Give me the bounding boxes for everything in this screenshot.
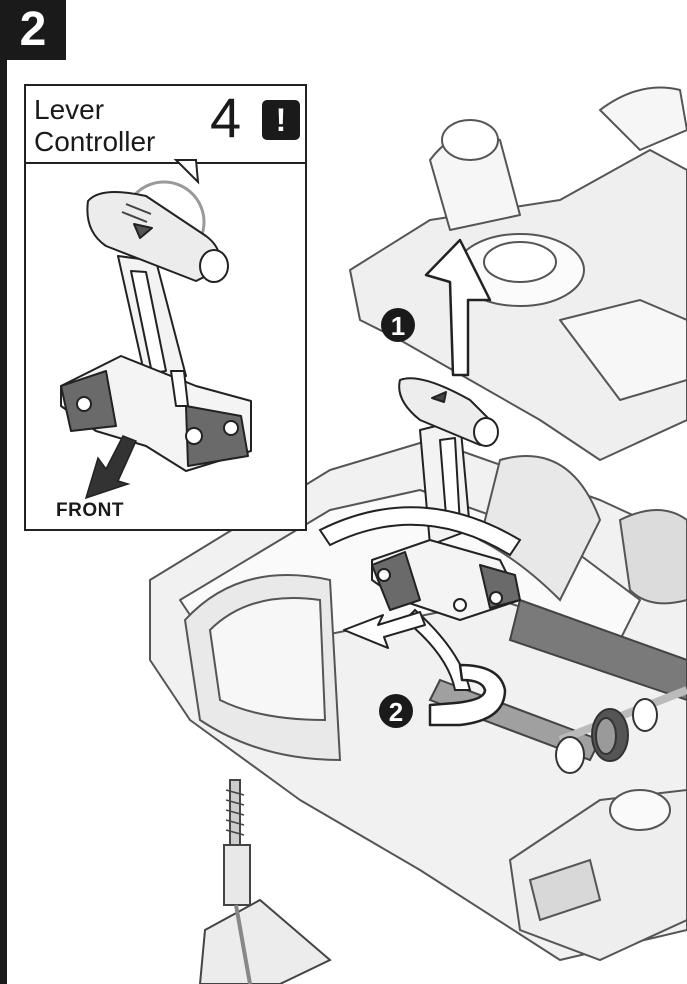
rotation-ring [318, 506, 522, 691]
spring-part [198, 779, 332, 984]
upper-frame [349, 86, 687, 461]
step-marker-2: 2 [379, 694, 413, 728]
part-name-line1: Lever [34, 94, 105, 125]
shaft-assembly [555, 686, 687, 774]
part-number: 4 [210, 86, 242, 149]
pull-up-arrow [424, 238, 492, 377]
callout-header: Lever Controller 4 ! [26, 86, 305, 164]
left-frame-bar [0, 0, 7, 984]
front-direction-label: FRONT [56, 500, 124, 521]
front-arrow-callout [84, 435, 138, 500]
drum-right [478, 455, 687, 605]
lower-right-part [508, 788, 687, 962]
part-name-line2: Controller [34, 126, 156, 157]
part-callout-panel: Lever Controller 4 ! [24, 84, 307, 531]
front-arrow-main [343, 611, 426, 649]
lever-controller-part [60, 191, 252, 472]
callout-lever-drawing [60, 159, 252, 500]
callout-pointer [173, 159, 200, 185]
step-number-badge: 2 [0, 0, 66, 60]
part-name: Lever Controller [34, 94, 155, 158]
rotate-arrow [428, 663, 507, 727]
step-number: 2 [19, 3, 47, 56]
step-marker-2-label: 2 [389, 697, 403, 727]
exclamation-icon: ! [262, 100, 300, 140]
step-marker-1-label: 1 [391, 311, 405, 341]
drum-left [183, 574, 342, 762]
step-marker-1: 1 [381, 308, 415, 342]
exclamation-symbol: ! [275, 102, 287, 138]
